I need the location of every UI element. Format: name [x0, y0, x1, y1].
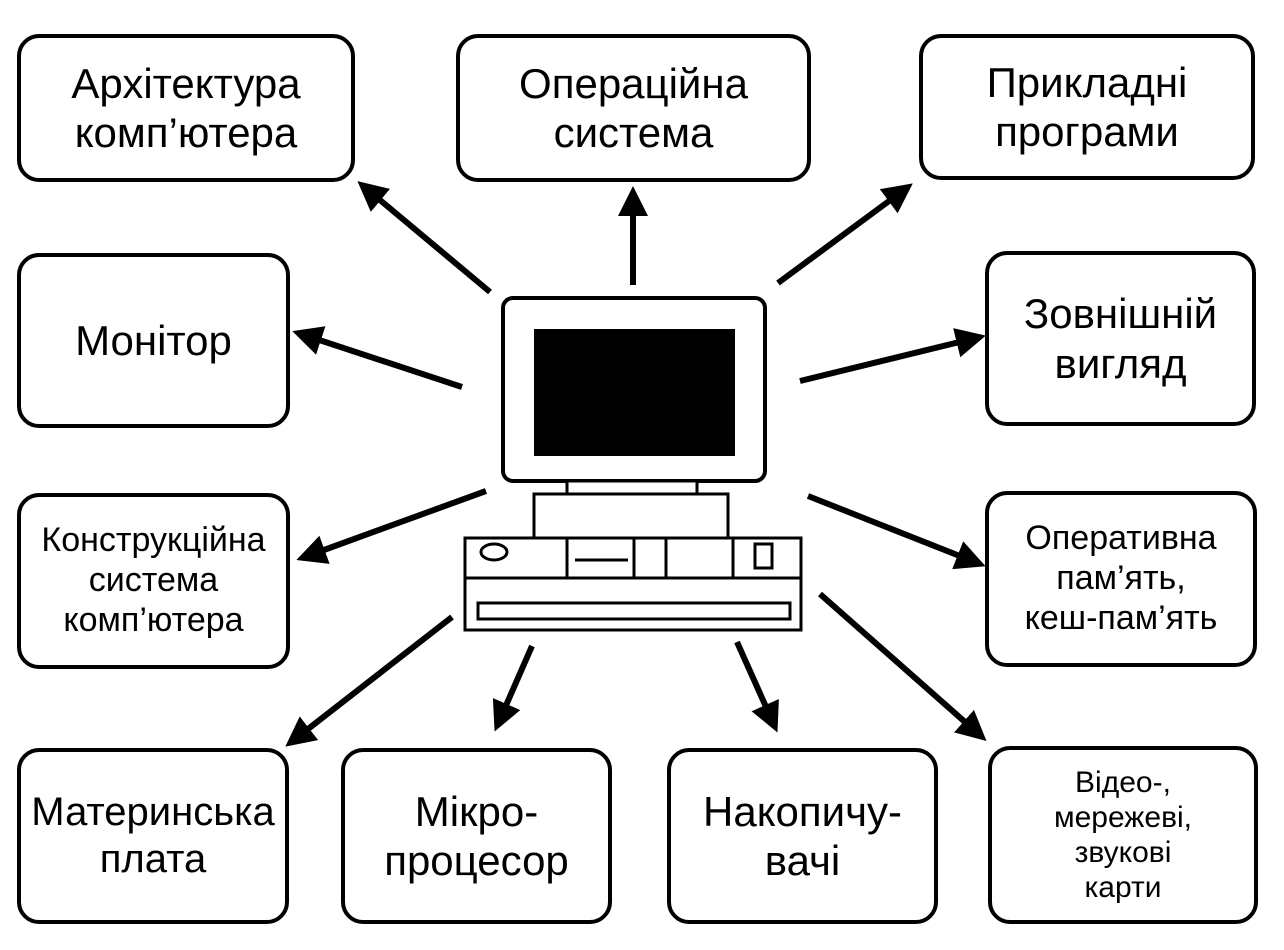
node-construction-label: Конструкційна система комп’ютера: [41, 521, 266, 639]
arrow-to-monitor: [292, 326, 463, 390]
node-monitor: Монітор: [17, 253, 290, 428]
node-os: Операційна система: [456, 34, 811, 182]
arrow-to-construction: [296, 488, 488, 564]
node-motherboard: Материнська плата: [17, 748, 289, 924]
drive-slot: [476, 601, 792, 621]
node-cpu-label: Мікро- процесор: [384, 787, 569, 884]
indicator-icon: [753, 542, 774, 570]
node-monitor-label: Монітор: [75, 316, 232, 364]
node-architecture-label: Архітектура комп’ютера: [71, 59, 301, 156]
monitor-base: [532, 492, 730, 542]
node-storage: Накопичу- вачі: [667, 748, 938, 924]
monitor-stand: [565, 479, 699, 496]
node-cards-label: Відео-, мережеві, звукові карти: [1053, 765, 1193, 905]
node-cards: Відео-, мережеві, звукові карти: [988, 746, 1258, 924]
monitor-screen: [534, 329, 735, 456]
arrow-to-cpu: [492, 644, 535, 732]
node-storage-label: Накопичу- вачі: [703, 787, 902, 884]
node-applications-label: Прикладні програми: [986, 58, 1188, 155]
node-architecture: Архітектура комп’ютера: [17, 34, 355, 182]
node-appearance-label: Зовнішній вигляд: [1023, 290, 1218, 387]
node-motherboard-label: Материнська плата: [31, 790, 275, 881]
arrow-to-architecture: [357, 181, 492, 295]
node-appearance: Зовнішній вигляд: [985, 251, 1256, 426]
node-os-label: Операційна система: [519, 59, 748, 156]
node-ram: Оперативна пам’ять, кеш-пам’ять: [985, 491, 1257, 667]
power-button-icon: [479, 542, 509, 562]
node-applications: Прикладні програми: [919, 34, 1255, 180]
arrow-to-ram: [806, 493, 986, 570]
node-construction: Конструкційна система комп’ютера: [17, 493, 290, 669]
node-cpu: Мікро- процесор: [341, 748, 612, 924]
arrow-to-applications: [776, 183, 913, 286]
arrow-to-cards: [818, 591, 987, 741]
arrow-to-motherboard: [285, 614, 454, 747]
arrow-to-storage: [734, 640, 779, 733]
node-ram-label: Оперативна пам’ять, кеш-пам’ять: [1024, 519, 1218, 637]
arrow-to-appearance: [799, 328, 986, 384]
